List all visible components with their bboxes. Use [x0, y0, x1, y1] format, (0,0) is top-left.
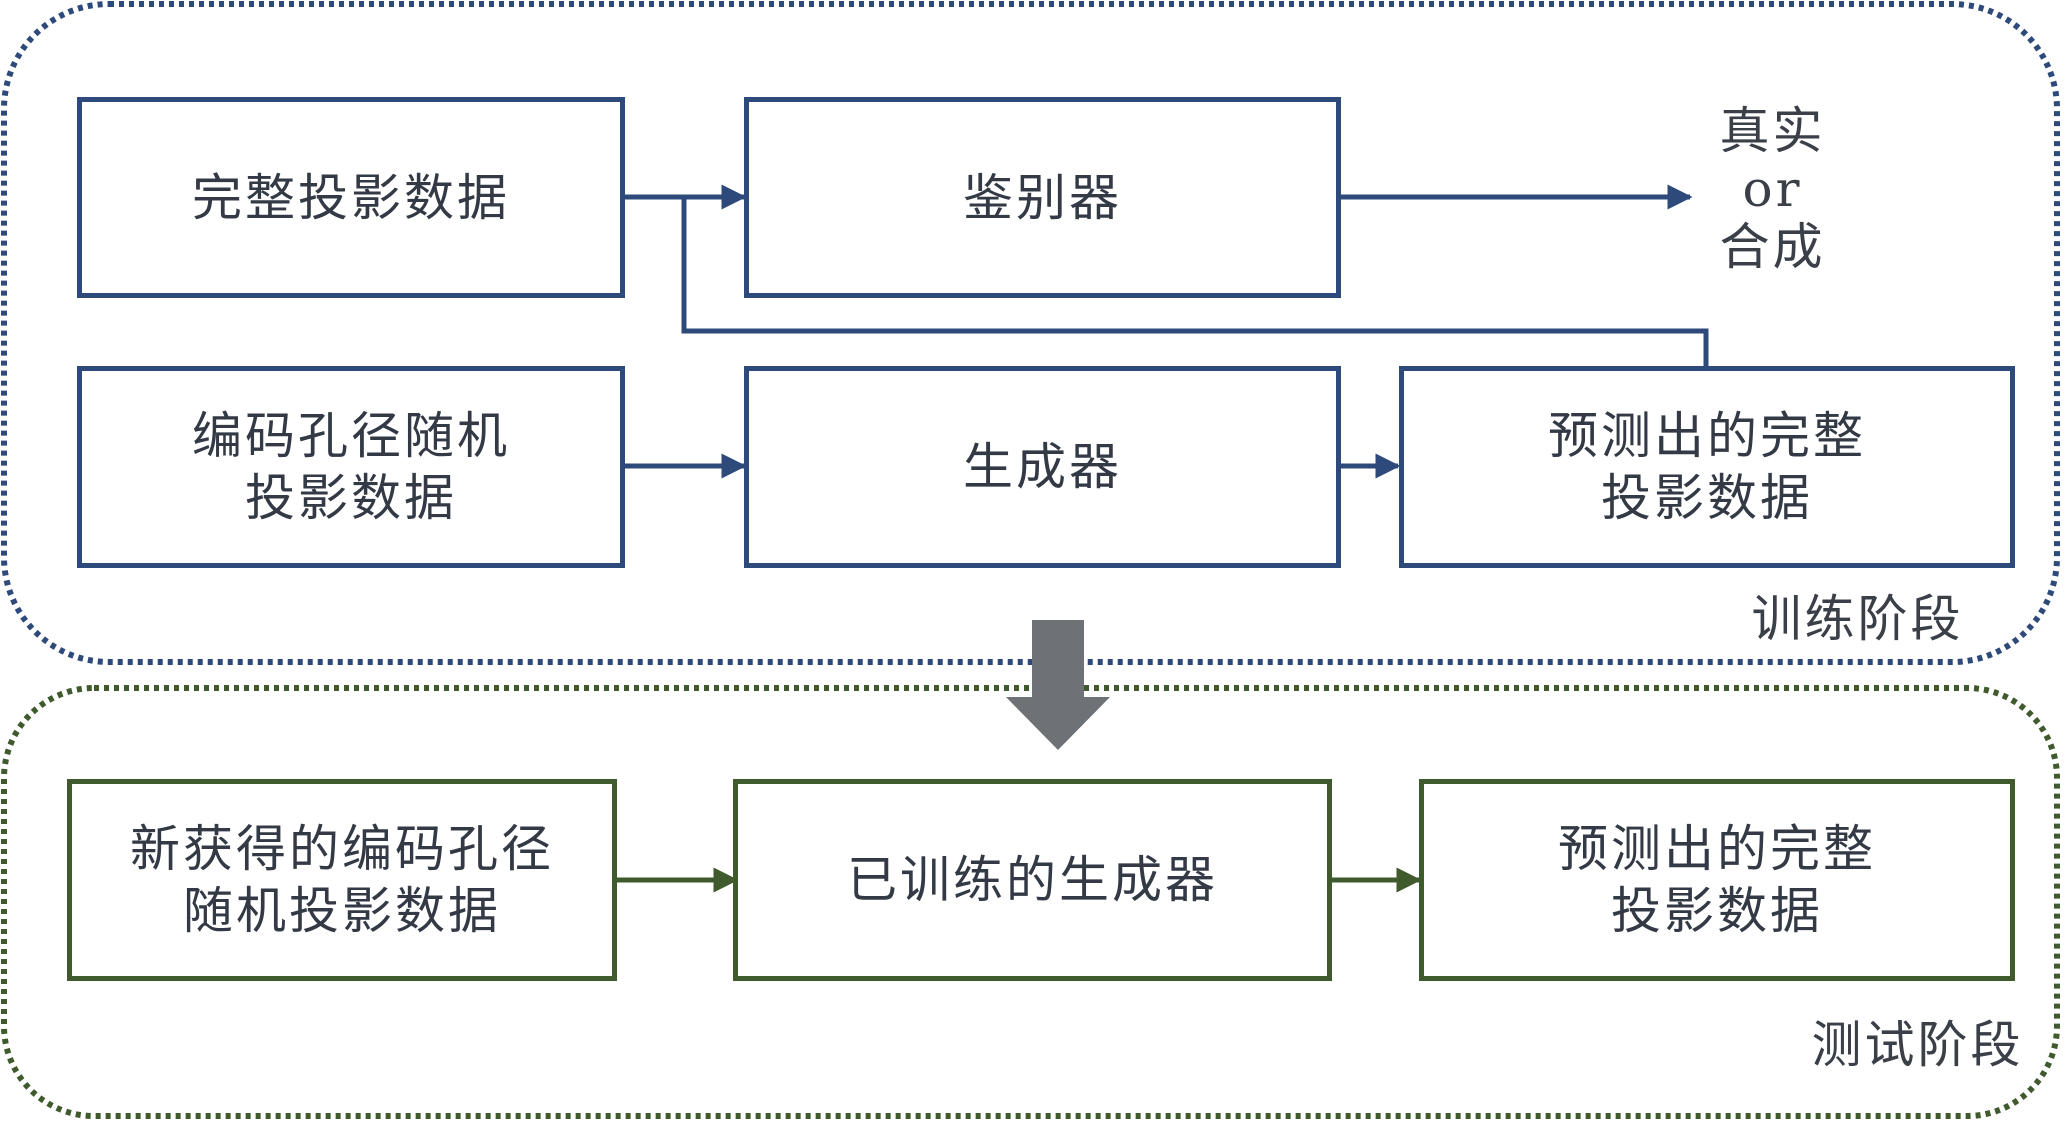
- trained-generator-box: 已训练的生成器: [733, 779, 1332, 981]
- generator-box: 生成器: [744, 366, 1341, 568]
- stage-transition-arrow: [1006, 620, 1110, 750]
- full-projection-box: 完整投影数据: [77, 97, 625, 298]
- feedback-line-predicted-to-discriminator: [681, 197, 1709, 367]
- training-stage-label: 训练阶段: [1751, 590, 1964, 648]
- testing-stage-container: [1, 685, 2060, 1119]
- training-stage-container: [1, 1, 2060, 665]
- coded-random-projection-box: 编码孔径随机 投影数据: [77, 366, 625, 568]
- output-or: or: [1742, 160, 1803, 218]
- discriminator-output-label: 真实 or 合成: [1700, 102, 1845, 276]
- discriminator-box: 鉴别器: [744, 97, 1341, 298]
- testing-stage-label: 测试阶段: [1811, 1016, 2024, 1074]
- output-synthetic: 合成: [1719, 218, 1826, 276]
- output-real: 真实: [1719, 102, 1826, 160]
- new-coded-projection-box: 新获得的编码孔径 随机投影数据: [67, 779, 617, 981]
- test-predicted-full-projection-box: 预测出的完整 投影数据: [1419, 779, 2015, 981]
- predicted-full-projection-box: 预测出的完整 投影数据: [1399, 366, 2015, 568]
